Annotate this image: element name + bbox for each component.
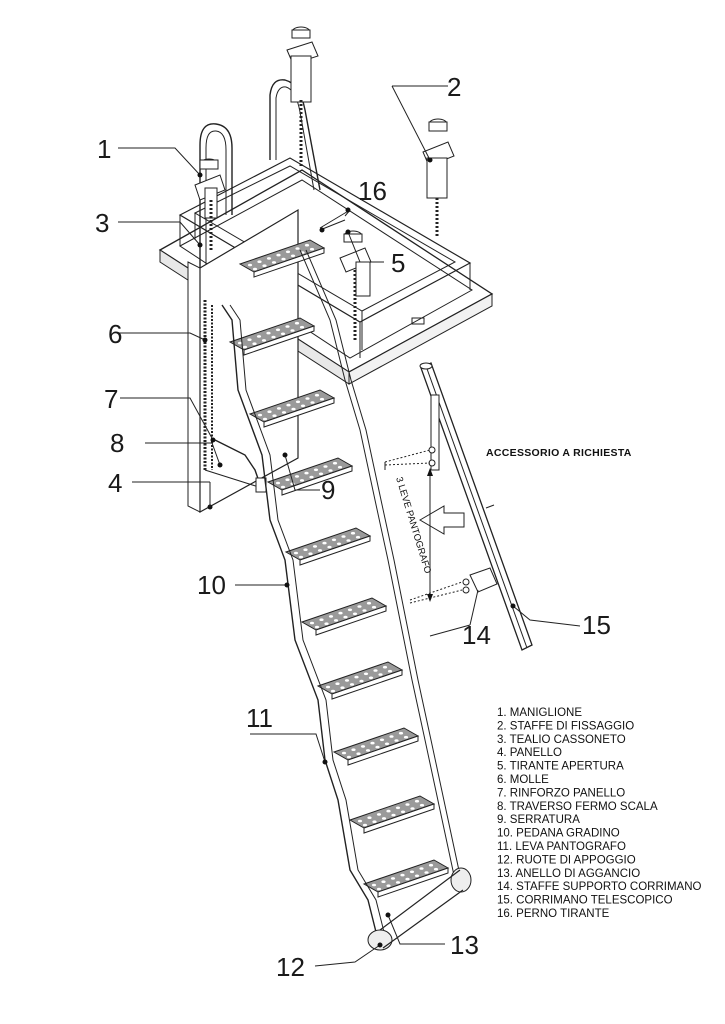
legend-item: 2. STAFFE DI FISSAGGIO [497,720,634,732]
callout-9: 9 [321,475,335,505]
legend-item: 6. MOLLE [497,774,549,786]
fixing-bracket-right [422,118,455,238]
pantograph-rail [221,249,462,941]
stair-tread [316,661,404,700]
callout-2: 2 [447,72,461,102]
accessory-title: ACCESSORIO A RICHIESTA [486,447,632,459]
callout-10: 10 [197,570,226,600]
legend-item: 1. MANIGLIONE [497,707,582,719]
stair-treads [228,239,450,898]
stair-tread [266,457,354,496]
pantograph-levers-label: 3 LEVE PANTOGRAFO [393,476,433,575]
leader-lines [118,85,581,967]
legend-item: 4. PANELLO [497,747,562,759]
legend-item: 5. TIRANTE APERTURA [497,761,624,773]
wheels-and-ring [367,867,472,951]
hanging-panel [187,208,299,514]
legend-item: 16. PERNO TIRANTE [497,908,610,920]
callout-11: 11 [246,703,273,733]
telescopic-handrail [419,362,533,651]
stair-tread [332,727,420,766]
legend-item: 7. RINFORZO PANELLO [497,787,625,799]
stair-tread [362,859,450,898]
callout-12: 12 [276,952,305,982]
legend-item: 9. SERRATURA [497,814,580,826]
callout-16: 16 [358,176,387,206]
legend-item: 15. CORRIMANO TELESCOPICO [497,895,673,907]
fixing-bracket-top [286,26,319,168]
stair-tread [228,317,316,356]
stair-tread [284,527,372,566]
callout-numbers: 1 2 3 4 5 6 7 8 9 10 11 12 13 14 15 16 [95,72,611,982]
callout-5: 5 [391,248,405,278]
stair-tread [248,389,336,428]
callout-13: 13 [450,930,479,960]
legend-item: 12. RUOTE DI APPOGGIO [497,854,636,866]
callout-14: 14 [462,620,491,650]
callout-15: 15 [582,610,611,640]
stair-tread [300,597,388,636]
callout-1: 1 [97,134,111,164]
legend-item: 8. TRAVERSO FERMO SCALA [497,801,658,813]
opening-rod [319,209,372,340]
callout-7: 7 [104,384,118,414]
stair-tread [238,239,326,278]
callout-4: 4 [108,468,122,498]
legend-item: 10. PEDANA GRADINO [497,828,620,840]
legend-item: 11. LEVA PANTOGRAFO [497,841,626,853]
callout-3: 3 [95,208,109,238]
callout-8: 8 [110,428,124,458]
legend-item: 14. STAFFE SUPPORTO CORRIMANO [497,881,702,893]
callout-6: 6 [108,319,122,349]
legend-item: 3. TEALIO CASSONETO [497,734,626,746]
stair-tread [348,795,436,834]
legend-item: 13. ANELLO DI AGGANCIO [497,868,640,880]
fixing-bracket-left [194,158,226,250]
guide-dashes [384,449,463,604]
